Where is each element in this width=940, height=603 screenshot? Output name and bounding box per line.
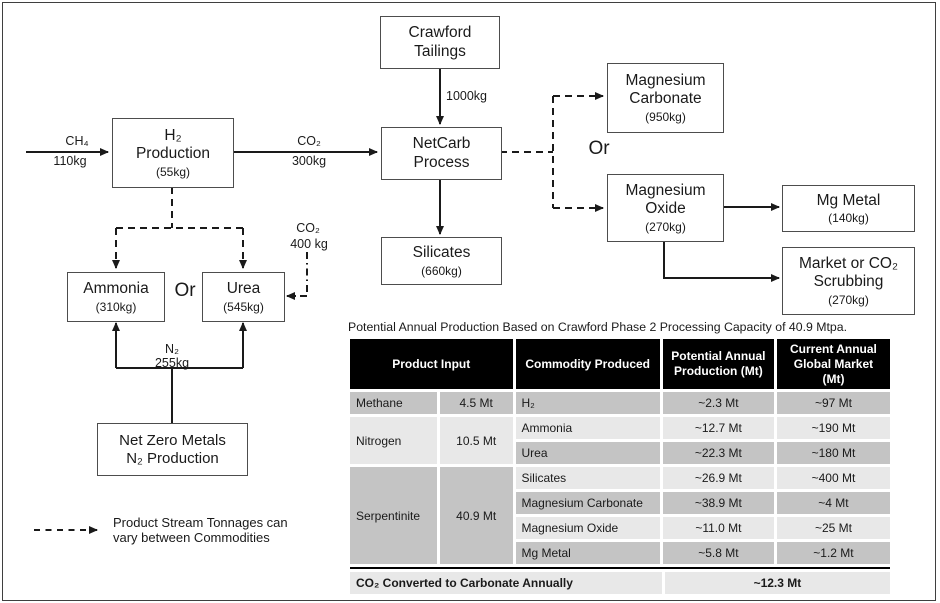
box-label: NetCarb xyxy=(412,135,471,153)
cell-input-nitrogen-amount: 10.5 Mt xyxy=(439,417,513,464)
cell-commodity: Magnesium Carbonate xyxy=(515,492,660,514)
cell-production: ~2.3 Mt xyxy=(662,392,774,414)
box-crawford-tailings: Crawford Tailings xyxy=(380,16,500,69)
cell-input-methane: Methane xyxy=(350,392,437,414)
production-table: Product Input Commodity Produced Potenti… xyxy=(347,336,893,567)
cell-commodity: Mg Metal xyxy=(515,542,660,564)
box-net-zero-metals: Net Zero Metals N₂ Production xyxy=(97,423,248,476)
box-label: Silicates xyxy=(412,244,471,262)
label-co2-400-amount: 400 kg xyxy=(290,237,328,251)
table-footer-row: CO₂ Converted to Carbonate Annually ~12.… xyxy=(350,567,890,594)
box-amount: (545kg) xyxy=(223,299,264,314)
box-magnesium-carbonate: Magnesium Carbonate (950kg) xyxy=(607,63,724,133)
production-table-section: Potential Annual Production Based on Cra… xyxy=(347,320,893,594)
table-title: Potential Annual Production Based on Cra… xyxy=(348,320,848,334)
table-row: Serpentinite 40.9 Mt Silicates ~26.9 Mt … xyxy=(350,467,890,564)
cell-commodity: Ammonia xyxy=(515,417,660,439)
legend-line-2: vary between Commodities xyxy=(113,529,270,545)
cell-production: ~5.8 Mt xyxy=(662,542,774,564)
box-amount: (270kg) xyxy=(645,219,686,234)
table-row: Methane 4.5 Mt H₂ ~2.3 Mt ~97 Mt xyxy=(350,392,890,414)
box-label: Mg Metal xyxy=(816,191,881,209)
box-label: Market or CO₂ xyxy=(798,255,899,273)
label-ch4-amount: 110kg xyxy=(53,154,87,168)
box-label: Urea xyxy=(226,280,261,298)
label-n2-formula: N₂ xyxy=(165,342,179,356)
box-amount: (55kg) xyxy=(155,164,190,179)
cell-input-methane-amount: 4.5 Mt xyxy=(439,392,513,414)
table-row: Nitrogen 10.5 Mt Ammonia ~12.7 Mt ~190 M… xyxy=(350,417,890,464)
legend-text: Product Stream Tonnages can vary between… xyxy=(113,515,288,545)
box-amount: (950kg) xyxy=(645,109,686,124)
legend-line-1: Product Stream Tonnages can xyxy=(113,515,288,530)
box-label: Oxide xyxy=(645,200,686,218)
cell-market: ~25 Mt xyxy=(776,517,890,539)
label-co2-300-formula: CO₂ xyxy=(297,134,321,148)
box-silicates: Silicates (660kg) xyxy=(381,237,502,285)
cell-commodity: H₂ xyxy=(515,392,660,414)
arrow-mgox-to-market xyxy=(663,240,780,282)
cell-input-serpentinite: Serpentinite xyxy=(350,467,437,564)
label-ch4-formula: CH₄ xyxy=(65,134,89,148)
box-netcarb-process: NetCarb Process xyxy=(381,127,502,180)
cell-input-nitrogen: Nitrogen xyxy=(350,417,437,464)
box-amount: (140kg) xyxy=(828,211,869,226)
cell-production: ~26.9 Mt xyxy=(662,467,774,489)
box-label: Process xyxy=(413,153,470,171)
cell-input-serpentinite-amount: 40.9 Mt xyxy=(439,467,513,564)
cell-commodity: Silicates xyxy=(515,467,660,489)
or-label-right: Or xyxy=(588,138,610,159)
cell-market: ~180 Mt xyxy=(776,442,890,464)
header-potential-production: Potential Annual Production (Mt) xyxy=(662,339,774,389)
header-product-input: Product Input xyxy=(350,339,513,389)
footer-value: ~12.3 Mt xyxy=(664,572,890,594)
table-row: Mg Metal ~5.8 Mt ~1.2 Mt xyxy=(350,542,890,564)
cell-commodity: Urea xyxy=(515,442,660,464)
box-label: N₂ Production xyxy=(126,449,219,467)
cell-production: ~12.7 Mt xyxy=(662,417,774,439)
footer-label: CO₂ Converted to Carbonate Annually xyxy=(350,572,662,594)
box-ammonia: Ammonia (310kg) xyxy=(67,272,165,322)
cell-market: ~190 Mt xyxy=(776,417,890,439)
cell-production: ~11.0 Mt xyxy=(662,517,774,539)
or-label-left: Or xyxy=(174,280,196,301)
header-global-market: Current Annual Global Market (Mt) xyxy=(776,339,890,389)
box-mg-metal: Mg Metal (140kg) xyxy=(782,185,915,232)
box-label: Magnesium xyxy=(625,182,706,200)
label-tailings-amount: 1000kg xyxy=(446,89,488,103)
table-row: Magnesium Carbonate ~38.9 Mt ~4 Mt xyxy=(350,492,890,514)
label-n2-amount: 255kg xyxy=(154,356,190,370)
box-amount: (270kg) xyxy=(828,292,869,307)
box-market-co2-scrubbing: Market or CO₂ Scrubbing (270kg) xyxy=(782,247,915,315)
table-row: Magnesium Oxide ~11.0 Mt ~25 Mt xyxy=(350,517,890,539)
box-label: Magnesium xyxy=(625,72,706,90)
box-amount: (660kg) xyxy=(421,263,462,278)
box-urea: Urea (545kg) xyxy=(202,272,285,322)
label-co2-300-amount: 300kg xyxy=(291,154,327,168)
cell-production: ~38.9 Mt xyxy=(662,492,774,514)
box-label: Tailings xyxy=(414,42,466,60)
box-label: Production xyxy=(135,145,211,163)
cell-market: ~400 Mt xyxy=(776,467,890,489)
box-label: Crawford xyxy=(408,24,472,42)
table-header-row: Product Input Commodity Produced Potenti… xyxy=(350,339,890,389)
table-row: Urea ~22.3 Mt ~180 Mt xyxy=(350,442,890,464)
box-label: H₂ xyxy=(164,127,182,145)
box-label: Carbonate xyxy=(629,90,702,108)
cell-commodity: Magnesium Oxide xyxy=(515,517,660,539)
header-commodity-produced: Commodity Produced xyxy=(515,339,660,389)
box-label: Net Zero Metals xyxy=(119,431,226,449)
box-magnesium-oxide: Magnesium Oxide (270kg) xyxy=(607,174,724,242)
label-co2-400-formula: CO₂ xyxy=(296,221,320,235)
box-label: Ammonia xyxy=(83,280,149,298)
box-h2-production: H₂ Production (55kg) xyxy=(112,118,234,188)
box-amount: (310kg) xyxy=(95,299,137,314)
box-label: Scrubbing xyxy=(813,273,884,291)
cell-production: ~22.3 Mt xyxy=(662,442,774,464)
cell-market: ~1.2 Mt xyxy=(776,542,890,564)
cell-market: ~4 Mt xyxy=(776,492,890,514)
cell-market: ~97 Mt xyxy=(776,392,890,414)
